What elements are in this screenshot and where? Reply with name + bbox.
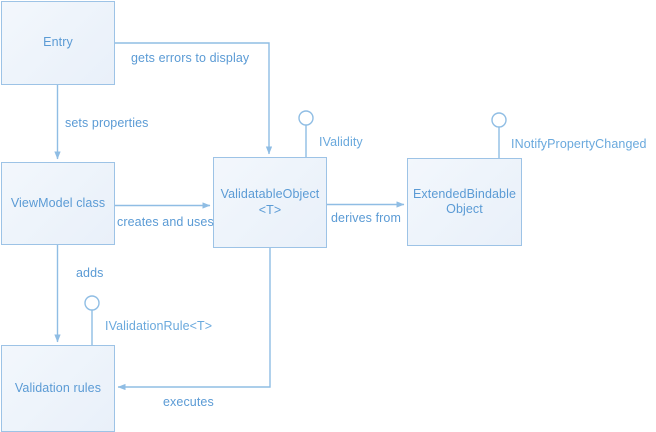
node-entry-label: Entry (43, 35, 73, 50)
edge-label-sets-properties: sets properties (65, 116, 149, 130)
interface-label-inotifypropertychanged: INotifyPropertyChanged (511, 137, 647, 151)
node-viewmodel-class-label: ViewModel class (10, 195, 106, 210)
node-viewmodel-class[interactable]: ViewModel class (1, 162, 115, 245)
edge-executes (117, 248, 271, 391)
node-entry[interactable]: Entry (1, 1, 115, 85)
node-validation-rules[interactable]: Validation rules (1, 345, 115, 432)
inotifypropertychanged-icon (491, 112, 507, 128)
edge-label-adds: adds (76, 266, 104, 280)
interface-label-ivalidity: IValidity (319, 135, 363, 149)
edge-label-creates-and-uses: creates and uses (117, 215, 214, 229)
ivalidity-icon (298, 110, 314, 126)
node-validation-rules-label: Validation rules (14, 380, 102, 395)
ivalidationrule-icon (84, 295, 100, 311)
node-extended-bindable-object-label: ExtendedBindable Object (412, 186, 517, 216)
node-validatable-object[interactable]: ValidatableObject <T> (213, 157, 327, 248)
interface-label-ivalidationrule: IValidationRule<T> (105, 319, 213, 333)
node-validatable-object-label: ValidatableObject <T> (220, 187, 320, 217)
edge-label-derives-from: derives from (331, 211, 401, 225)
node-extended-bindable-object[interactable]: ExtendedBindable Object (407, 158, 522, 246)
edge-label-gets-errors-to-display: gets errors to display (131, 51, 250, 65)
edge-label-executes: executes (163, 395, 214, 409)
edge-gets-errors-to-display (115, 42, 273, 155)
